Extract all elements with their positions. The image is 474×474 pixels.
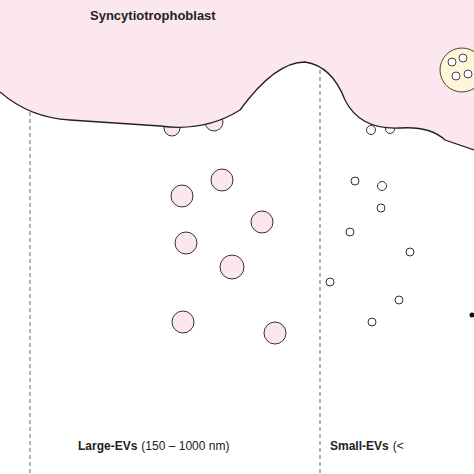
dot <box>470 313 474 318</box>
small-ev-group <box>326 106 414 327</box>
size-label: (150 – 1000 nm) <box>141 439 229 453</box>
cell-region: Syncytiotrophoblast <box>0 0 474 160</box>
size-label: Small-EVs <box>330 439 389 453</box>
size-label: Large-EVs <box>78 439 137 453</box>
divider-line <box>320 0 321 474</box>
large-ev-group <box>171 169 286 344</box>
caption-row: Small-EVs (< <box>330 439 404 453</box>
region-label: Syncytiotrophoblast <box>90 8 216 23</box>
syncytiotrophoblast-shape <box>0 0 474 160</box>
caption-row: Large-EVs (150 – 1000 nm) <box>78 439 229 453</box>
size-label: (< <box>393 439 404 453</box>
